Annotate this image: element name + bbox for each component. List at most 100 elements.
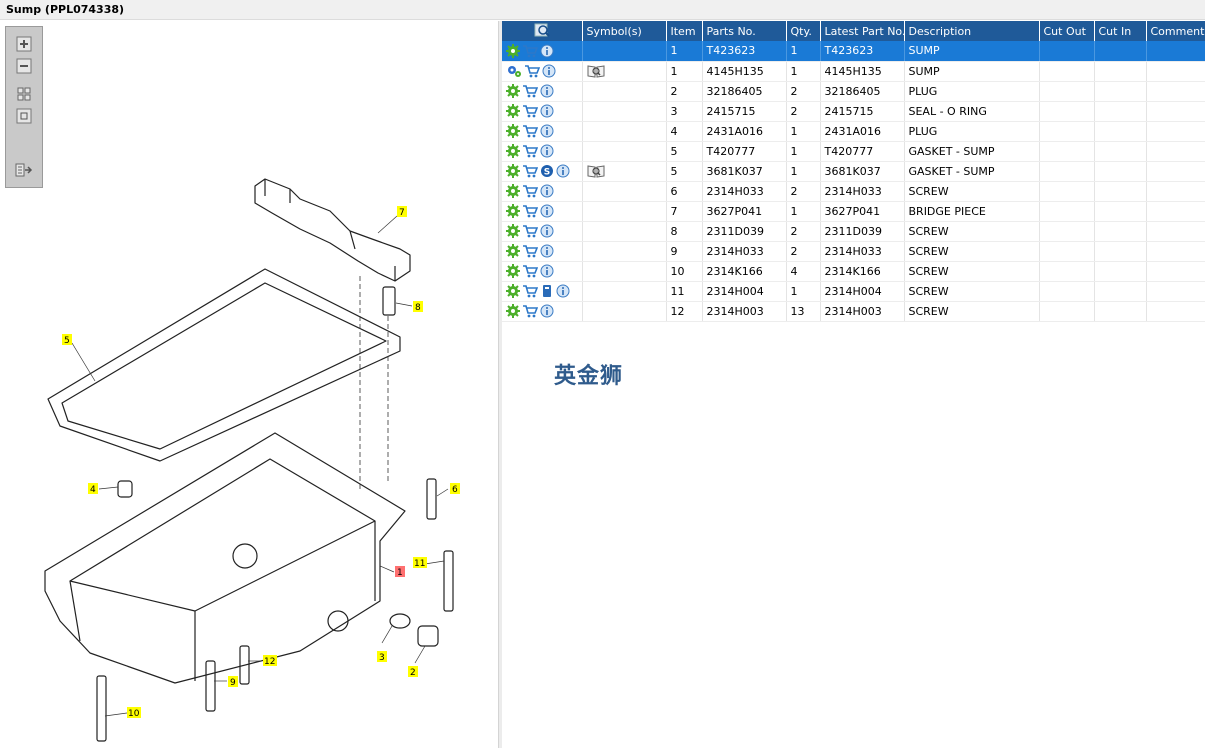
pane-splitter[interactable] (498, 21, 502, 748)
info-icon[interactable] (540, 184, 554, 198)
cell-parts-no[interactable]: 4145H135 (702, 61, 787, 82)
cell-latest-part-no[interactable]: T420777 (820, 141, 905, 162)
column-header-actions[interactable] (502, 21, 583, 41)
add-to-cart-icon[interactable] (522, 304, 538, 318)
configure-gear-icon[interactable] (506, 43, 520, 58)
add-to-cart-icon[interactable] (522, 284, 538, 298)
add-to-cart-icon[interactable] (522, 104, 538, 118)
search-parts-icon[interactable] (534, 22, 550, 38)
info-icon[interactable] (556, 164, 570, 178)
cell-parts-no[interactable]: T420777 (702, 141, 787, 162)
callout-2[interactable]: 2 (408, 666, 418, 678)
info-icon[interactable] (540, 204, 554, 218)
add-to-cart-icon[interactable] (524, 64, 540, 78)
configure-gear-icon[interactable] (506, 164, 520, 178)
export-icon[interactable] (15, 161, 33, 179)
info-icon[interactable] (540, 124, 554, 138)
cell-parts-no[interactable]: 3681K037 (702, 161, 787, 182)
cell-parts-no[interactable]: 3627P041 (702, 201, 787, 222)
column-header-cut-in[interactable]: Cut In (1094, 21, 1147, 41)
configure-gear-icon[interactable] (506, 304, 520, 318)
callout-11[interactable]: 11 (413, 557, 427, 569)
cell-parts-no[interactable]: 2314H033 (702, 181, 787, 202)
info-icon[interactable] (540, 244, 554, 258)
actual-size-icon[interactable] (15, 107, 33, 125)
cell-latest-part-no[interactable]: 4145H135 (820, 61, 905, 82)
info-icon[interactable] (540, 304, 554, 318)
configure-gear-icon[interactable] (506, 284, 520, 298)
add-to-cart-icon[interactable] (522, 184, 538, 198)
cell-parts-no[interactable]: 2314H033 (702, 241, 787, 262)
callout-6[interactable]: 6 (450, 483, 460, 495)
column-header-qty[interactable]: Qty. (786, 21, 821, 41)
configure-gear-icon[interactable] (506, 144, 520, 158)
configure-gear-icon[interactable] (506, 84, 520, 98)
callout-7[interactable]: 7 (397, 206, 407, 218)
cell-parts-no[interactable]: 32186405 (702, 81, 787, 102)
cell-parts-no[interactable]: 2431A016 (702, 121, 787, 142)
callout-12[interactable]: 12 (263, 655, 277, 667)
cell-parts-no[interactable]: 2415715 (702, 101, 787, 122)
view-document-icon[interactable] (587, 164, 605, 178)
configure-gear-icon[interactable] (506, 264, 520, 278)
callout-9[interactable]: 9 (228, 676, 238, 688)
cell-latest-part-no[interactable]: T423623 (820, 41, 905, 62)
cell-parts-no[interactable]: 2311D039 (702, 221, 787, 242)
cell-parts-no[interactable]: 2314H003 (702, 301, 787, 322)
column-header-description[interactable]: Description (904, 21, 1040, 41)
column-header-cut-out[interactable]: Cut Out (1039, 21, 1095, 41)
add-to-cart-icon[interactable] (522, 44, 538, 58)
zoom-in-icon[interactable] (15, 35, 33, 53)
cell-latest-part-no[interactable]: 2314H003 (820, 301, 905, 322)
cell-latest-part-no[interactable]: 3627P041 (820, 201, 905, 222)
info-icon[interactable] (540, 44, 554, 58)
cell-latest-part-no[interactable]: 2314K166 (820, 261, 905, 282)
add-to-cart-icon[interactable] (522, 204, 538, 218)
add-to-cart-icon[interactable] (522, 84, 538, 98)
info-icon[interactable] (556, 284, 570, 298)
info-icon[interactable] (540, 84, 554, 98)
gears-icon[interactable] (506, 64, 522, 78)
cell-parts-no[interactable]: T423623 (702, 41, 787, 62)
add-to-cart-icon[interactable] (522, 164, 538, 178)
cell-latest-part-no[interactable]: 2311D039 (820, 221, 905, 242)
cell-parts-no[interactable]: 2314H004 (702, 281, 787, 302)
cell-latest-part-no[interactable]: 2314H033 (820, 181, 905, 202)
callout-8[interactable]: 8 (413, 301, 423, 313)
info-icon[interactable] (542, 64, 556, 78)
cell-latest-part-no[interactable]: 32186405 (820, 81, 905, 102)
info-icon[interactable] (540, 224, 554, 238)
configure-gear-icon[interactable] (506, 184, 520, 198)
configure-gear-icon[interactable] (506, 124, 520, 138)
cell-latest-part-no[interactable]: 2314H004 (820, 281, 905, 302)
configure-gear-icon[interactable] (506, 224, 520, 238)
info-icon[interactable] (540, 104, 554, 118)
cell-latest-part-no[interactable]: 2314H033 (820, 241, 905, 262)
cell-parts-no[interactable]: 2314K166 (702, 261, 787, 282)
callout-10[interactable]: 10 (127, 707, 141, 719)
view-document-icon[interactable] (587, 64, 605, 78)
supersession-icon[interactable]: S (540, 164, 554, 178)
column-header-comment[interactable]: Comment (1146, 21, 1205, 41)
add-to-cart-icon[interactable] (522, 124, 538, 138)
column-header-latest-part-no[interactable]: Latest Part No. (820, 21, 905, 41)
zoom-out-icon[interactable] (15, 57, 33, 75)
add-to-cart-icon[interactable] (522, 144, 538, 158)
cell-latest-part-no[interactable]: 3681K037 (820, 161, 905, 182)
add-to-cart-icon[interactable] (522, 264, 538, 278)
column-header-symbols[interactable]: Symbol(s) (582, 21, 667, 41)
manual-icon[interactable] (540, 284, 554, 298)
info-icon[interactable] (540, 264, 554, 278)
add-to-cart-icon[interactable] (522, 224, 538, 238)
add-to-cart-icon[interactable] (522, 244, 538, 258)
callout-5[interactable]: 5 (62, 334, 72, 346)
